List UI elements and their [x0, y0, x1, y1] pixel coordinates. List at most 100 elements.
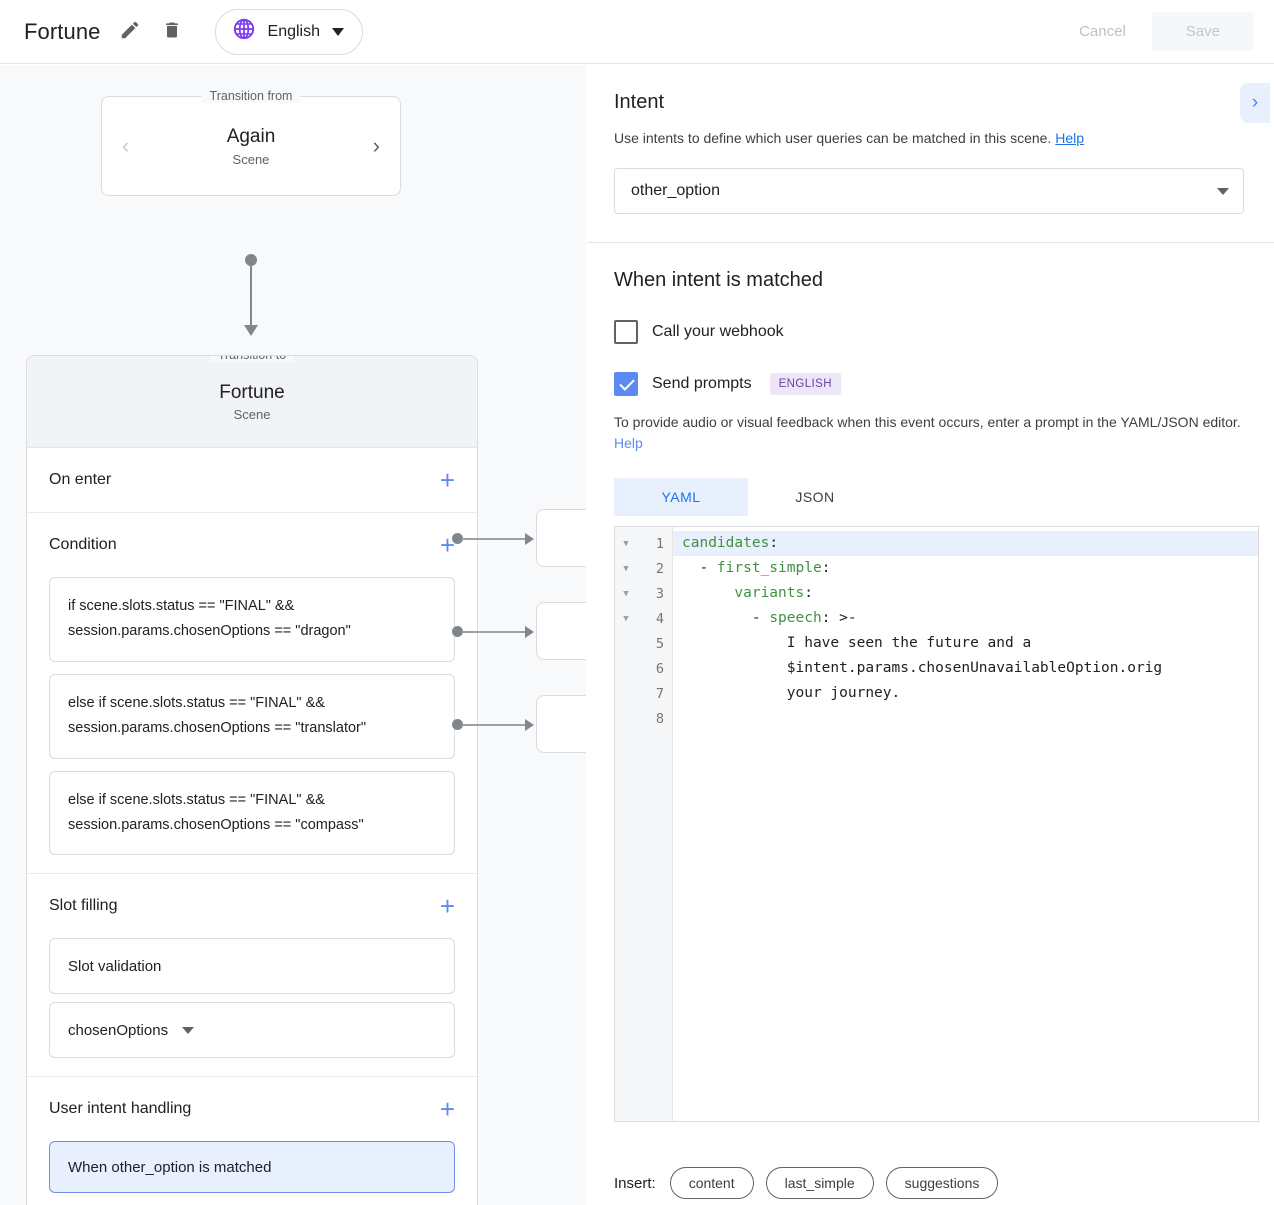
condition-edge-arrow-icon — [525, 626, 534, 638]
fold-triangle-icon[interactable]: ▼ — [623, 613, 629, 624]
add-slot-button[interactable]: + — [439, 891, 455, 922]
add-intent-handler-button[interactable]: + — [439, 1094, 455, 1125]
condition-target-box[interactable] — [536, 509, 586, 567]
language-badge: ENGLISH — [769, 373, 841, 395]
editor-line-number: ▼1 — [615, 531, 672, 556]
transition-from-name: Again — [226, 125, 276, 147]
editor-code-line: - first_simple: — [682, 560, 831, 576]
line-number: 3 — [655, 585, 664, 602]
condition-edge-line — [462, 724, 527, 726]
fold-triangle-icon[interactable]: ▼ — [623, 588, 629, 599]
slot-name-label: chosenOptions — [68, 1021, 169, 1039]
scene-graph-panel: Transition from ‹ Again Scene › Transiti… — [0, 65, 586, 1205]
slot-validation-item[interactable]: Slot validation — [49, 938, 455, 995]
section-title: User intent handling — [49, 1100, 192, 1118]
condition-edge-line — [462, 538, 527, 540]
condition-list: if scene.slots.status == "FINAL" && sess… — [27, 577, 477, 873]
section-header-user-intent-handling: User intent handling + — [27, 1077, 477, 1141]
chevron-right-icon[interactable]: › — [372, 133, 380, 158]
call-webhook-checkbox[interactable] — [614, 320, 638, 344]
insert-chip-content[interactable]: content — [669, 1167, 754, 1199]
fold-triangle-icon[interactable]: ▼ — [623, 538, 629, 549]
slot-validation-label: Slot validation — [68, 957, 162, 975]
when-intent-matched-title: When intent is matched — [614, 269, 823, 291]
editor-code-line: your journey. — [682, 685, 901, 701]
fold-triangle-icon[interactable]: ▼ — [623, 563, 629, 574]
transition-from-body: Again Scene — [227, 125, 276, 168]
editor-code-line: $intent.params.chosenUnavailableOption.o… — [682, 660, 1163, 676]
scene-subtitle: Scene — [233, 406, 271, 422]
condition-edge-dot — [452, 533, 463, 544]
condition-item[interactable]: if scene.slots.status == "FINAL" && sess… — [49, 577, 455, 662]
chevron-right-icon: › — [1251, 92, 1259, 113]
section-title: Slot filling — [49, 897, 118, 915]
tab-yaml[interactable]: YAML — [614, 478, 748, 516]
transition-from-card[interactable]: Transition from ‹ Again Scene › — [101, 89, 401, 196]
trash-icon — [162, 19, 182, 44]
editor-code-line — [673, 706, 1258, 731]
transition-from-subtitle: Scene — [232, 152, 270, 168]
condition-edge-dot — [452, 719, 463, 730]
intent-help-link[interactable]: Help — [1055, 130, 1085, 146]
intent-description: Use intents to define which user queries… — [614, 130, 1244, 146]
condition-edge-dot — [452, 626, 463, 637]
prompts-help-link[interactable]: Help — [614, 435, 643, 451]
send-prompts-description: To provide audio or visual feedback when… — [614, 412, 1244, 454]
tab-json[interactable]: JSON — [795, 489, 835, 505]
section-user-intent-handling: User intent handling + When other_option… — [27, 1077, 477, 1205]
insert-chip-suggestions[interactable]: suggestions — [885, 1167, 999, 1199]
slot-item-chosenoptions[interactable]: chosenOptions — [49, 1002, 455, 1059]
editor-line-number: ▼2 — [615, 556, 672, 581]
condition-target-box[interactable] — [536, 602, 586, 660]
language-selector[interactable]: English — [214, 8, 364, 55]
condition-item[interactable]: else if scene.slots.status == "FINAL" &&… — [49, 770, 455, 856]
line-number: 8 — [655, 710, 664, 727]
header-actions: Cancel Save — [1057, 12, 1254, 51]
intent-dropdown[interactable]: other_option — [614, 168, 1244, 214]
save-button[interactable]: Save — [1151, 12, 1254, 51]
chevron-left-icon[interactable]: ‹ — [122, 133, 130, 158]
chevron-down-icon — [182, 1026, 195, 1034]
line-number: 2 — [655, 560, 664, 577]
send-prompts-label: Send prompts — [652, 375, 752, 392]
editor-code-line: - speech: >- — [682, 610, 857, 626]
section-on-enter: On enter + — [27, 448, 477, 513]
editor-line-number: ▼3 — [615, 581, 672, 606]
expand-panel-button[interactable]: › — [1240, 83, 1270, 123]
editor-code-line: variants: — [734, 585, 813, 601]
editor-code-area[interactable]: candidates: - first_simple: variants: - … — [673, 527, 1258, 1121]
section-header-condition: Condition + — [27, 513, 477, 577]
send-prompts-checkbox[interactable] — [614, 372, 638, 396]
when-intent-matched-section: When intent is matched Call your webhook… — [587, 243, 1274, 1122]
line-number: 6 — [655, 660, 664, 677]
edit-title-button[interactable] — [117, 19, 143, 45]
condition-item[interactable]: else if scene.slots.status == "FINAL" &&… — [49, 673, 455, 759]
condition-edge-arrow-icon — [525, 533, 534, 545]
section-header-slot-filling: Slot filling + — [27, 874, 477, 938]
chevron-down-icon — [332, 27, 345, 36]
intent-section: Intent Use intents to define which user … — [587, 65, 1274, 243]
intent-selected-value: other_option — [631, 182, 720, 199]
condition-target-box[interactable] — [536, 695, 586, 753]
condition-edge-line — [462, 631, 527, 633]
editor-line-number: 8 — [615, 706, 672, 731]
intent-title: Intent — [614, 91, 665, 113]
cancel-button[interactable]: Cancel — [1057, 13, 1148, 50]
app-header: Fortune English Cancel Save — [0, 0, 1274, 64]
editor-line-number: 7 — [615, 681, 672, 706]
add-condition-button[interactable]: + — [439, 530, 455, 560]
line-number: 4 — [655, 610, 664, 627]
connector-line — [250, 260, 252, 328]
insert-chips-row: Insert: content last_simple suggestions — [614, 1167, 999, 1199]
send-prompts-description-text: To provide audio or visual feedback when… — [614, 414, 1241, 430]
send-prompts-row: Send prompts ENGLISH — [614, 372, 1244, 396]
delete-button[interactable] — [159, 19, 185, 45]
section-title: On enter — [49, 471, 112, 488]
insert-chip-last-simple[interactable]: last_simple — [765, 1167, 874, 1199]
add-on-enter-button[interactable]: + — [439, 465, 455, 495]
intent-detail-panel: Intent Use intents to define which user … — [587, 65, 1274, 1205]
intent-handler-item-selected[interactable]: When other_option is matched — [49, 1141, 455, 1194]
scene-header: Fortune Scene — [27, 356, 477, 448]
